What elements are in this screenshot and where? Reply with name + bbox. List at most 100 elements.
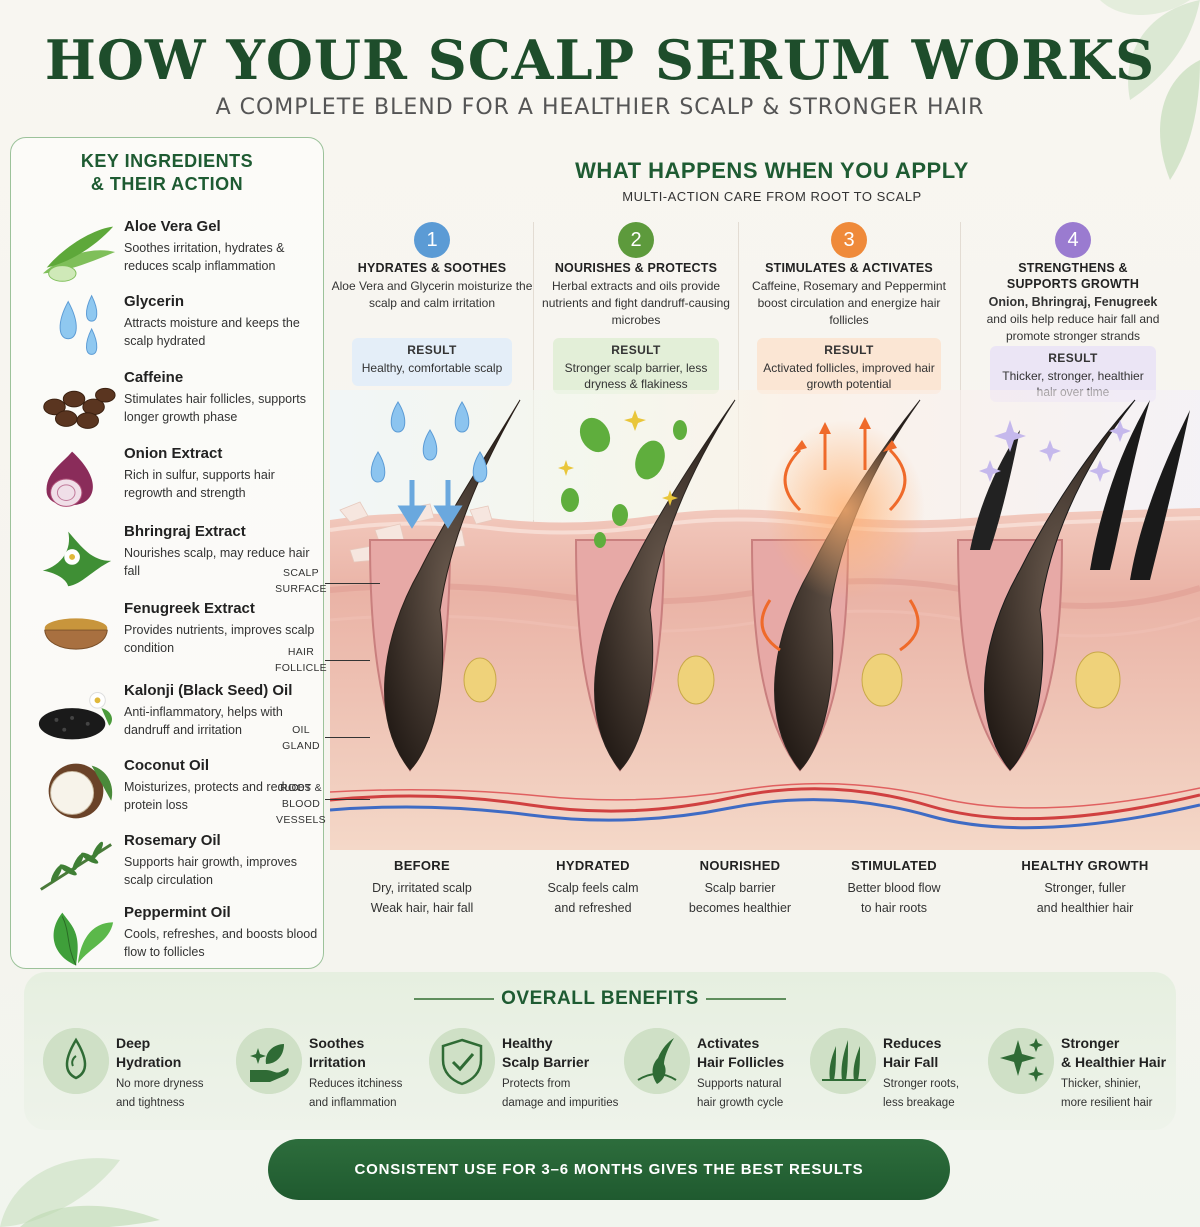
step-number-badge: 1 xyxy=(414,222,450,258)
result-label: RESULT xyxy=(1048,351,1098,365)
benefit-description: Supports natural hair growth cycle xyxy=(697,1075,822,1113)
hair-strands xyxy=(970,400,1190,580)
result-label: RESULT xyxy=(407,343,457,357)
step-title: STRENGTHENS & SUPPORTS GROWTH xyxy=(1006,261,1140,291)
benefit-description-line: and inflammation xyxy=(309,1097,397,1109)
hair-roots-icon xyxy=(810,1028,876,1094)
benefit-description: Stronger roots,less breakage xyxy=(883,1075,1008,1113)
column-divider xyxy=(960,222,961,522)
page-subtitle: A COMPLETE BLEND FOR A HEALTHIER SCALP &… xyxy=(215,95,985,120)
hair-follicle xyxy=(956,399,1136,772)
stage-description-line: becomes healthier xyxy=(688,901,792,915)
benefit-title-line: Soothes xyxy=(309,1035,365,1051)
fenugreek-bowl-icon xyxy=(44,618,108,650)
step-number-badge: 4 xyxy=(1055,222,1091,258)
benefit-title: Stronger& Healthier Hair xyxy=(1061,1034,1181,1072)
benefit-description-line: Stronger roots, xyxy=(883,1078,960,1090)
column-divider xyxy=(533,222,534,522)
callout-line-text: GLAND xyxy=(282,740,320,752)
step-result-box: RESULT Activated follicles, improved hair… xyxy=(757,338,941,394)
hair-follicle xyxy=(368,399,521,772)
result-text: Healthy, comfortable scalp xyxy=(361,361,503,375)
ingredient-name: Bhringraj Extract xyxy=(124,523,246,540)
step-description: Caffeine, Rosemary and Peppermint boost … xyxy=(752,279,946,327)
benefit-title-line: Reduces xyxy=(883,1035,942,1051)
benefit-title-line: Scalp Barrier xyxy=(502,1054,590,1070)
step-title: HYDRATES & SOOTHES xyxy=(357,261,507,275)
ingredient-name: Rosemary Oil xyxy=(124,832,221,849)
page-title: HOW YOUR SCALP SERUM WORKS xyxy=(44,28,1156,92)
callout-line-text: ROOT & xyxy=(280,782,322,794)
ingredient-description: Rich in sulfur, supports hair regrowth a… xyxy=(124,468,275,500)
stage-title: NOURISHED xyxy=(699,858,781,873)
benefit-title-line: Hair Follicles xyxy=(697,1054,785,1070)
onion-icon xyxy=(46,451,93,507)
step-description-text: and oils help reduce hair fall and promo… xyxy=(986,312,1160,343)
benefit-title-line: Activates xyxy=(697,1035,760,1051)
callout-pointer xyxy=(325,799,370,800)
callout-line-text: FOLLICLE xyxy=(274,662,327,674)
result-text: Activated follicles, improved hair growt… xyxy=(763,361,935,391)
stage-description-line: Stronger, fuller xyxy=(1044,881,1126,895)
ingredient-description: Cools, refreshes, and boosts blood flow … xyxy=(124,927,318,959)
water-drop-icon xyxy=(43,1028,109,1094)
stage-description-line: Scalp barrier xyxy=(704,881,776,895)
ingredients-title-line: KEY INGREDIENTS xyxy=(80,151,254,171)
coconut-icon xyxy=(48,763,113,819)
ingredient-name: Glycerin xyxy=(124,293,185,310)
bhringraj-flower-icon xyxy=(42,531,112,587)
ingredient-description: Anti-inflammatory, helps with dandruff a… xyxy=(124,705,283,737)
ingredient-name: Onion Extract xyxy=(124,445,223,462)
step-description: Herbal extracts and oils provide nutrien… xyxy=(542,279,730,327)
sparkles-icon xyxy=(988,1028,1054,1094)
benefit-title-line: & Healthier Hair xyxy=(1061,1054,1167,1070)
ingredients-title: KEY INGREDIENTS & THEIR ACTION xyxy=(11,150,323,196)
stage-title: HYDRATED xyxy=(556,858,630,873)
stage-description-line: Better blood flow xyxy=(847,881,941,895)
ingredient-description: Moisturizes, protects and reduces protei… xyxy=(124,780,311,812)
ingredient-name: Fenugreek Extract xyxy=(124,600,255,617)
step-number-badge: 3 xyxy=(831,222,867,258)
stage-title: HEALTHY GROWTH xyxy=(1021,858,1149,873)
result-text: Stronger scalp barrier, less dryness & f… xyxy=(564,361,708,391)
step-description: Aloe Vera and Glycerin moisturize the sc… xyxy=(331,279,533,310)
benefit-title-line: Healthy xyxy=(502,1035,553,1051)
stage-title: BEFORE xyxy=(394,858,450,873)
stage-label: NOURISHED Scalp barrier becomes healthier xyxy=(660,858,820,918)
stage-description-line: Weak hair, hair fall xyxy=(370,901,474,915)
ingredient-description: Soothes irritation, hydrates & reduces s… xyxy=(124,241,285,273)
benefit-description-line: hair growth cycle xyxy=(697,1097,784,1109)
hair-follicle xyxy=(574,399,736,772)
result-label: RESULT xyxy=(611,343,661,357)
ingredient-name: Caffeine xyxy=(124,369,184,386)
benefit-description-line: Supports natural xyxy=(697,1078,782,1090)
ingredient-name: Coconut Oil xyxy=(124,757,209,774)
result-label: RESULT xyxy=(824,343,874,357)
callout-line-text: SCALP xyxy=(283,567,319,579)
callout-pointer xyxy=(325,583,380,584)
callout-pointer xyxy=(325,660,370,661)
corner-leaves-icon xyxy=(1100,0,1200,180)
ingredients-panel: KEY INGREDIENTS & THEIR ACTION Aloe Vera… xyxy=(10,137,324,969)
peppermint-leaf-icon xyxy=(53,912,114,966)
